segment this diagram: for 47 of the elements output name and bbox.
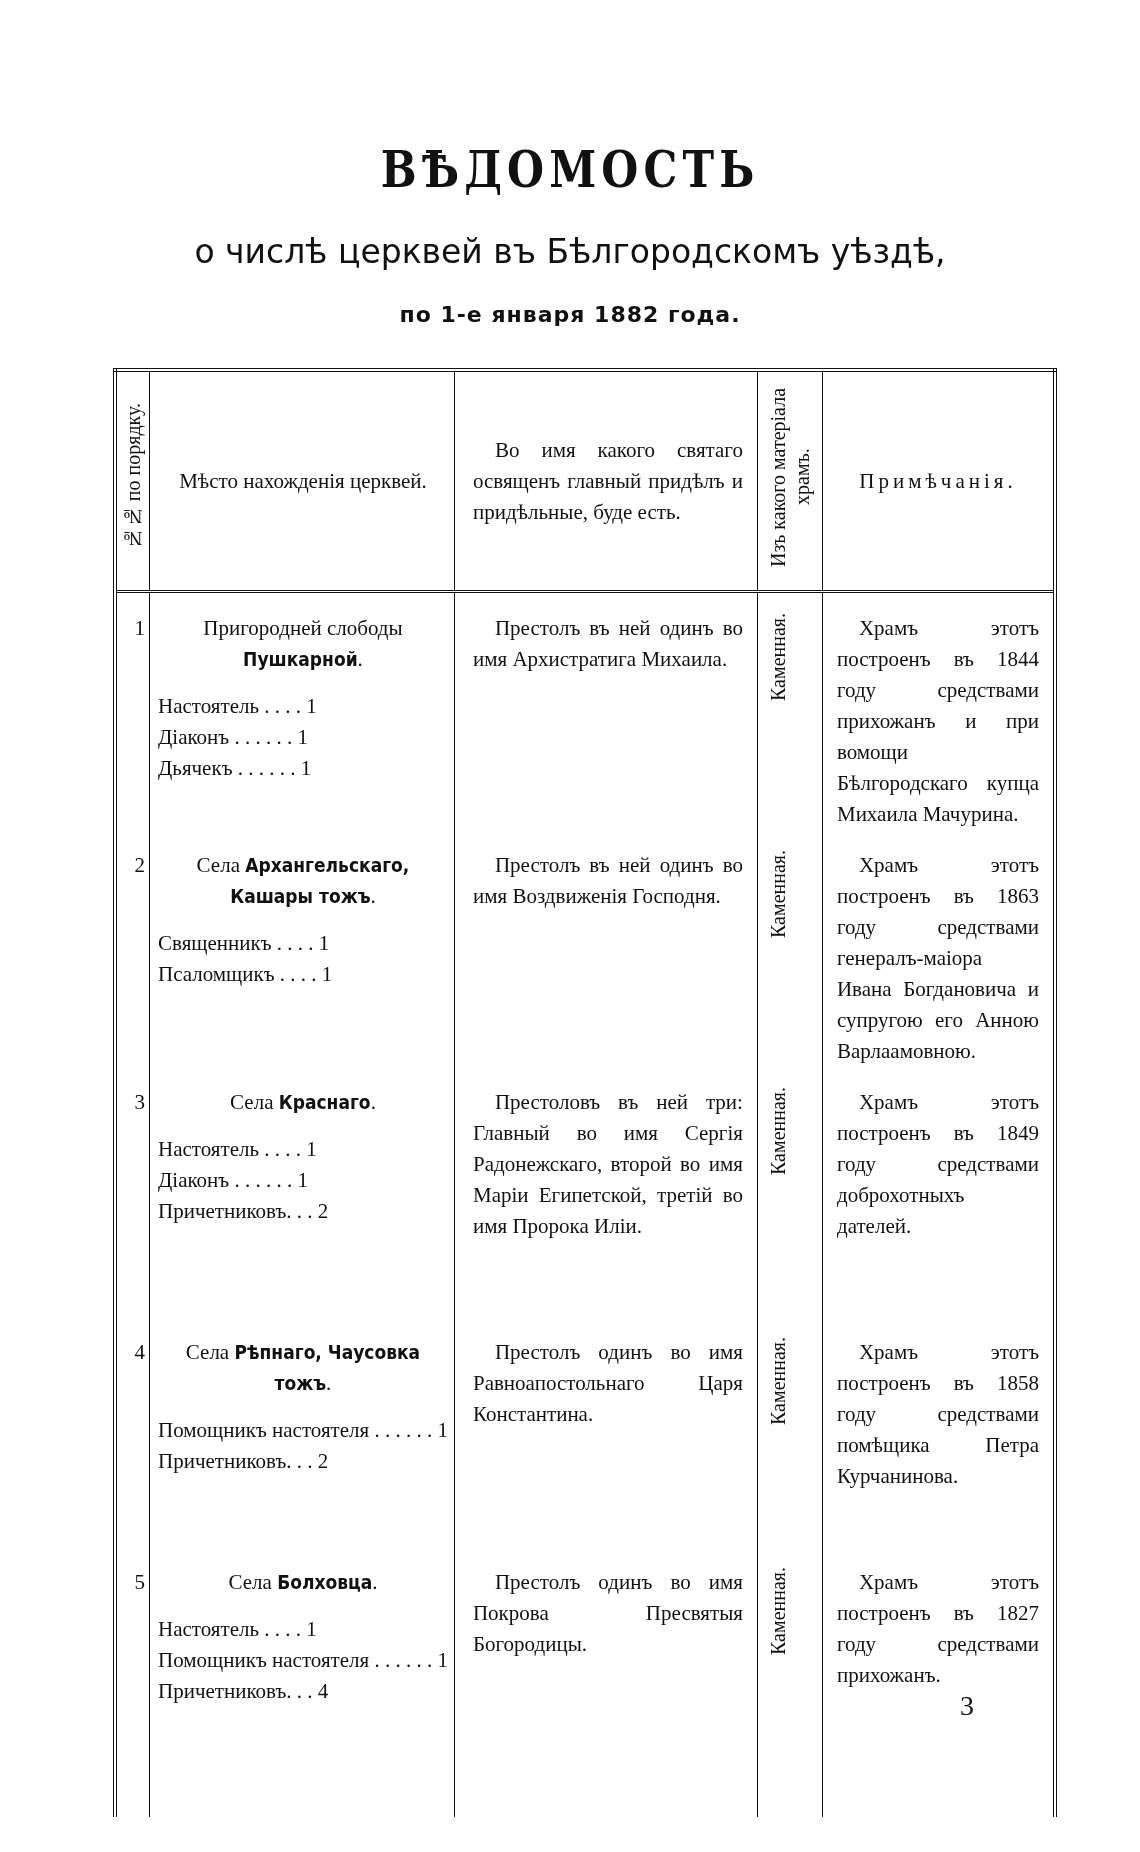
column-header: Мѣсто нахожденія церквей. xyxy=(178,467,428,495)
material-text: Каменная. xyxy=(765,850,790,938)
clergy-count: Дьячекъ . . . . . . 1 xyxy=(158,755,313,782)
row-number: 4 xyxy=(133,1339,145,1366)
clergy-count: Причетниковъ. . . 2 xyxy=(158,1198,330,1225)
dedication-text: Престоловъ въ ней три: Главный во имя Сергія Радонежскаго, второй во имя Маріи Египетской, третій во имя Пророка Иліи. xyxy=(472,1089,743,1240)
clergy-count: Помощникъ настоятеля . . . . . . 1 xyxy=(158,1417,448,1444)
date-line: по 1-е января 1882 года. xyxy=(398,302,742,327)
clergy-count: Причетниковъ. . . 4 xyxy=(158,1678,330,1705)
clergy-count: Настоятель . . . . 1 xyxy=(158,693,318,720)
document-title: ВѢДОМОСТЬ xyxy=(379,140,761,199)
material-text: Каменная. xyxy=(765,1567,790,1655)
clergy-count: Священникъ . . . . 1 xyxy=(158,930,331,957)
note-text: Храмъ этотъ построенъ въ 1849 году средствами доброхотныхъ дателей. xyxy=(836,1089,1039,1240)
row-number: 2 xyxy=(133,852,145,879)
church-location: Села Архангельскаго, Кашары тожъ. xyxy=(195,852,411,910)
clergy-count: Причетниковъ. . . 2 xyxy=(158,1448,330,1475)
note-text: Храмъ этотъ построенъ въ 1858 году средствами помѣщика Петра Курчанинова. xyxy=(836,1339,1039,1490)
church-location: Села Рѣпнаго, Чаусовка тожъ. xyxy=(184,1339,422,1397)
clergy-count: Діаконъ . . . . . . 1 xyxy=(158,724,309,751)
clergy-count: Псаломщикъ . . . . 1 xyxy=(158,961,334,988)
church-location: Села Краснаго. xyxy=(229,1089,377,1116)
dedication-text: Престолъ въ ней одинъ во имя Архистратига Михаила. xyxy=(472,615,743,673)
column-header: Изъ какого матеріала храмъ. xyxy=(765,386,814,569)
clergy-count: Помощникъ настоятеля . . . . . . 1 xyxy=(158,1647,448,1674)
column-header: Во имя какого святаго освященъ главный придѣлъ и придѣльные, буде есть. xyxy=(472,436,743,526)
note-text: Храмъ этотъ построенъ въ 1863 году средствами генералъ-маіора Ивана Богдановича и супругою его Анною Варлаамовною. xyxy=(836,852,1039,1065)
material-text: Каменная. xyxy=(765,613,790,701)
note-text: Храмъ этотъ построенъ въ 1844 году средствами прихожанъ и при вомощи Бѣлгородскаго купца Михаила Мачурина. xyxy=(836,615,1039,828)
row-number: 1 xyxy=(133,615,145,642)
note-text: Храмъ этотъ построенъ въ 1827 году средствами прихожанъ. xyxy=(836,1569,1039,1689)
church-location: Пригородней слободы Пушкарной. xyxy=(202,615,404,673)
page-number: 3 xyxy=(960,1690,974,1722)
material-text: Каменная. xyxy=(765,1337,790,1425)
clergy-count: Настоятель . . . . 1 xyxy=(158,1136,318,1163)
clergy-count: Настоятель . . . . 1 xyxy=(158,1616,318,1643)
dedication-text: Престолъ одинъ во имя Равноапостольнаго Царя Константина. xyxy=(472,1339,743,1428)
column-header: Примѣчанія. xyxy=(859,468,1017,493)
church-location: Села Болховца. xyxy=(227,1569,379,1596)
dedication-text: Престолъ въ ней одинъ во имя Воздвиженія Господня. xyxy=(472,852,743,910)
subtitle: о числѣ церквей въ Бѣлгородскомъ уѣздѣ, xyxy=(193,232,947,271)
row-number: 3 xyxy=(133,1089,145,1116)
column-header: №№ по порядку. xyxy=(121,402,145,551)
clergy-count: Діаконъ . . . . . . 1 xyxy=(158,1167,309,1194)
dedication-text: Престолъ одинъ во имя Покрова Пресвятыя Богородицы. xyxy=(472,1569,743,1658)
row-number: 5 xyxy=(133,1569,145,1596)
material-text: Каменная. xyxy=(765,1087,790,1175)
